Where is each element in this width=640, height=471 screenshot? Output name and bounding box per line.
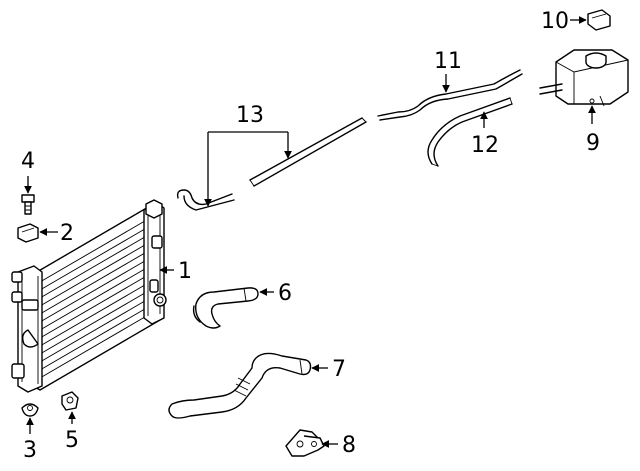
callout-5: 5 — [65, 428, 79, 453]
heater-hose-assembly — [176, 117, 367, 211]
callout-8: 8 — [342, 433, 356, 458]
callout-3: 3 — [23, 438, 37, 463]
callout-leaders — [24, 16, 596, 448]
overflow-hose-lower — [427, 97, 513, 167]
callout-11: 11 — [434, 49, 462, 74]
callout-10: 10 — [541, 9, 569, 34]
upper-mount-bushing — [17, 223, 39, 243]
bolt-part — [21, 194, 35, 215]
lower-mount-insulator — [21, 403, 39, 417]
callout-6: 6 — [278, 281, 292, 306]
callout-9: 9 — [586, 131, 600, 156]
radiator — [11, 199, 167, 393]
overflow-hose-upper — [377, 69, 523, 121]
callout-7: 7 — [332, 357, 346, 382]
callout-12: 12 — [471, 133, 499, 158]
callout-2: 2 — [60, 221, 74, 246]
hose-bracket — [285, 429, 325, 457]
callout-4: 4 — [21, 149, 35, 174]
callout-1: 1 — [178, 259, 192, 284]
coolant-reservoir — [539, 49, 629, 107]
lower-radiator-hose — [168, 352, 312, 419]
callout-13: 13 — [236, 103, 264, 128]
reservoir-cap — [587, 9, 611, 31]
upper-radiator-hose — [192, 287, 259, 329]
hose-clamp — [61, 391, 79, 411]
